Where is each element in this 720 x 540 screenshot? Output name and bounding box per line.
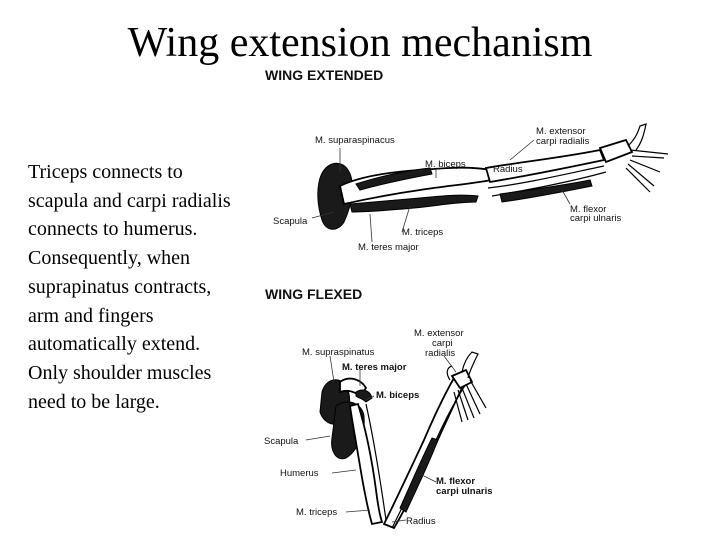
flex-label-extensor-1: M. extensor xyxy=(414,328,464,339)
flex-label-scapula: Scapula xyxy=(264,436,299,447)
flex-label-extensor-3: radialis xyxy=(425,348,455,359)
flex-label-radius: Radius xyxy=(406,516,436,527)
flexed-header: WING FLEXED xyxy=(265,286,362,302)
extended-header: WING EXTENDED xyxy=(265,67,383,83)
extended-arm-drawing xyxy=(317,123,669,230)
flex-label-extensor-2: carpi xyxy=(432,338,453,349)
ext-label-supraspinatus: M. suparaspinacus xyxy=(315,135,395,146)
flex-label-supraspinatus: M. supraspinatus xyxy=(302,347,375,358)
flex-label-biceps: M. biceps xyxy=(376,390,419,401)
ext-label-extensor-1: M. extensor xyxy=(536,126,586,137)
flex-label-teres-major: M. teres major xyxy=(342,362,407,373)
ext-label-triceps: M. triceps xyxy=(402,227,443,238)
ext-label-extensor-2: carpi radialis xyxy=(536,136,590,147)
ext-label-flexor-1: M. flexor xyxy=(570,204,606,215)
flex-label-flexor-1: M. flexor xyxy=(436,476,475,487)
ext-label-scapula: Scapula xyxy=(273,216,308,227)
flex-label-triceps: M. triceps xyxy=(296,507,337,518)
extended-figure: WING EXTENDED xyxy=(265,67,669,253)
body-text: Triceps connects to scapula and carpi ra… xyxy=(28,161,231,413)
ext-label-radius: Radius xyxy=(493,164,523,175)
ext-label-teres-major: M. teres major xyxy=(358,242,419,253)
slide-title: Wing extension mechanism xyxy=(127,20,593,66)
flexed-figure: WING FLEXED xyxy=(264,286,493,530)
flexed-arm-drawing xyxy=(319,351,487,530)
flex-label-flexor-2: carpi ulnaris xyxy=(436,486,493,497)
flex-label-humerus: Humerus xyxy=(280,468,319,479)
ext-label-biceps: M. biceps xyxy=(425,159,466,170)
ext-label-flexor-2: carpi ulnaris xyxy=(570,213,621,224)
